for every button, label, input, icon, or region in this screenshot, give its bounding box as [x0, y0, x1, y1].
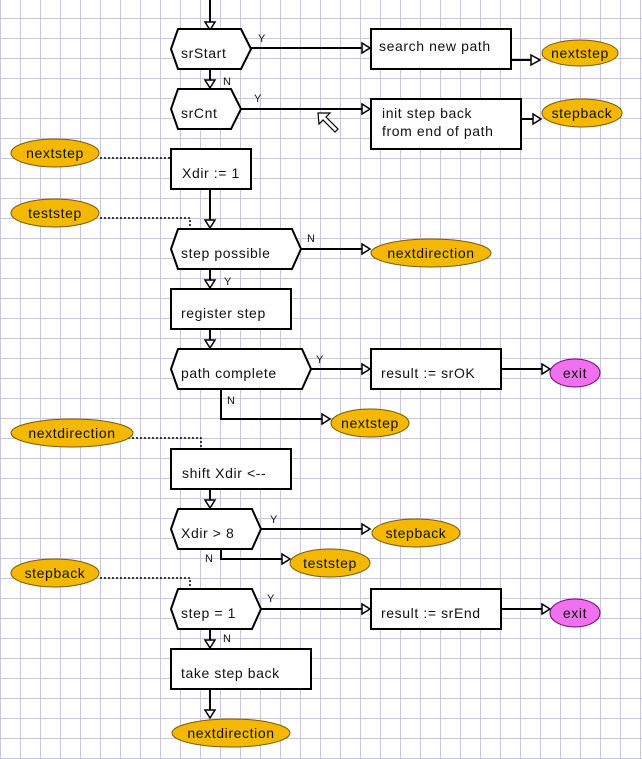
arrow-head-icon [361, 602, 372, 616]
oval-stepback-mid[interactable]: stepback [371, 518, 461, 548]
decision-label: step possible [181, 245, 271, 261]
decision-label: srStart [181, 45, 226, 61]
decision-xdir-gt-8[interactable]: Xdir > 8 [169, 508, 263, 550]
process-xdir-assign[interactable]: Xdir := 1 [170, 148, 252, 190]
oval-text: exit [563, 605, 587, 621]
decision-label: step = 1 [181, 605, 236, 621]
label-stepback[interactable]: stepback [10, 558, 100, 588]
oval-nextstep-mid[interactable]: nextstep [330, 408, 410, 438]
label-nextdirection[interactable]: nextdirection [10, 418, 134, 448]
yes-label: Y [254, 93, 262, 105]
no-label: N [227, 395, 235, 407]
oval-text: nextdirection [187, 725, 274, 741]
oval-nextdirection-bottom[interactable]: nextdirection [171, 718, 291, 748]
decision-step-possible[interactable]: step possible [169, 228, 303, 270]
decision-srcnt[interactable]: srCnt [169, 88, 243, 130]
connector-xdir8-no [220, 549, 282, 560]
process-label: result := srEnd [381, 605, 481, 621]
process-label: take step back [181, 665, 280, 681]
yes-label: Y [270, 514, 278, 526]
oval-text: nextdirection [387, 245, 474, 261]
mouse-cursor-icon [317, 112, 339, 133]
arrow-head-icon [361, 522, 372, 536]
process-init-step-back[interactable]: init step back from end of path [370, 98, 522, 150]
arrow-head-icon [361, 242, 372, 256]
oval-text: nextdirection [28, 425, 115, 441]
oval-stepback-top[interactable]: stepback [541, 98, 623, 128]
process-label: result := srOK [381, 365, 475, 381]
oval-text: nextstep [26, 145, 84, 161]
dotted-teststep-link [100, 217, 191, 226]
decision-label: Xdir > 8 [181, 525, 234, 541]
label-nextstep[interactable]: nextstep [10, 138, 100, 168]
decision-label: path complete [181, 365, 277, 381]
dotted-stepback-link [100, 577, 191, 586]
process-register-step[interactable]: register step [170, 288, 292, 330]
process-search-new-path[interactable]: search new path [370, 28, 512, 70]
decision-path-complete[interactable]: path complete [169, 348, 313, 390]
process-shift-xdir[interactable]: shift Xdir <-- [170, 448, 292, 490]
arrow-head-icon [321, 412, 332, 426]
yes-label: Y [316, 354, 324, 366]
process-label: search new path [379, 38, 491, 54]
process-label: shift Xdir <-- [182, 465, 266, 481]
process-result-srok[interactable]: result := srOK [370, 348, 502, 390]
arrow-head-icon [203, 279, 217, 290]
decision-label: srCnt [181, 105, 217, 121]
no-label: N [307, 233, 315, 245]
oval-teststep-mid[interactable]: teststep [289, 548, 371, 578]
oval-exit-srok[interactable]: exit [549, 358, 601, 388]
oval-text: nextstep [341, 415, 399, 431]
arrow-head-icon [361, 362, 372, 376]
yes-label: Y [224, 276, 232, 288]
dotted-nextdirection-link [128, 437, 202, 448]
oval-exit-srend[interactable]: exit [549, 598, 601, 628]
arrow-head-icon [530, 53, 542, 67]
no-label: N [223, 633, 231, 645]
decision-srstart[interactable]: srStart [169, 28, 253, 70]
arrow-head-icon [281, 552, 292, 566]
arrow-head-icon [532, 112, 543, 126]
decision-step-eq-1[interactable]: step = 1 [169, 588, 263, 630]
arrow-head-icon [361, 102, 372, 116]
process-label: from end of path [382, 123, 494, 139]
arrow-head-icon [361, 41, 372, 55]
oval-text: nextstep [551, 45, 609, 61]
arrow-head-icon [203, 709, 217, 720]
process-take-step-back[interactable]: take step back [170, 648, 312, 690]
oval-nextstep-top[interactable]: nextstep [541, 39, 619, 67]
oval-text: teststep [28, 205, 82, 221]
oval-text: stepback [386, 525, 447, 541]
arrow-head-icon [203, 21, 217, 32]
no-label: N [205, 553, 213, 565]
arrow-head-icon [203, 339, 217, 350]
branch-labels: Y N Y N Y Y N Y N Y N [205, 33, 324, 645]
arrow-head-icon [203, 639, 217, 650]
connectors [100, 0, 552, 720]
connector-pathcomplete-no [220, 389, 322, 420]
arrow-head-icon [203, 79, 217, 90]
no-label: N [223, 76, 231, 88]
arrow-head-icon [203, 219, 217, 230]
oval-text: stepback [552, 105, 613, 121]
arrow-head-icon [541, 602, 552, 616]
arrow-head-icon [541, 362, 552, 376]
oval-nextdirection-mid[interactable]: nextdirection [370, 238, 492, 268]
arrow-head-icon [203, 499, 217, 510]
label-teststep[interactable]: teststep [10, 198, 100, 228]
yes-label: Y [258, 33, 266, 45]
process-label: Xdir := 1 [182, 165, 240, 181]
oval-text: teststep [303, 555, 357, 571]
process-result-srend[interactable]: result := srEnd [370, 588, 502, 630]
yes-label: Y [267, 593, 275, 605]
process-label: init step back [382, 105, 473, 121]
oval-text: exit [563, 365, 587, 381]
oval-text: stepback [25, 565, 86, 581]
process-label: register step [181, 305, 266, 321]
